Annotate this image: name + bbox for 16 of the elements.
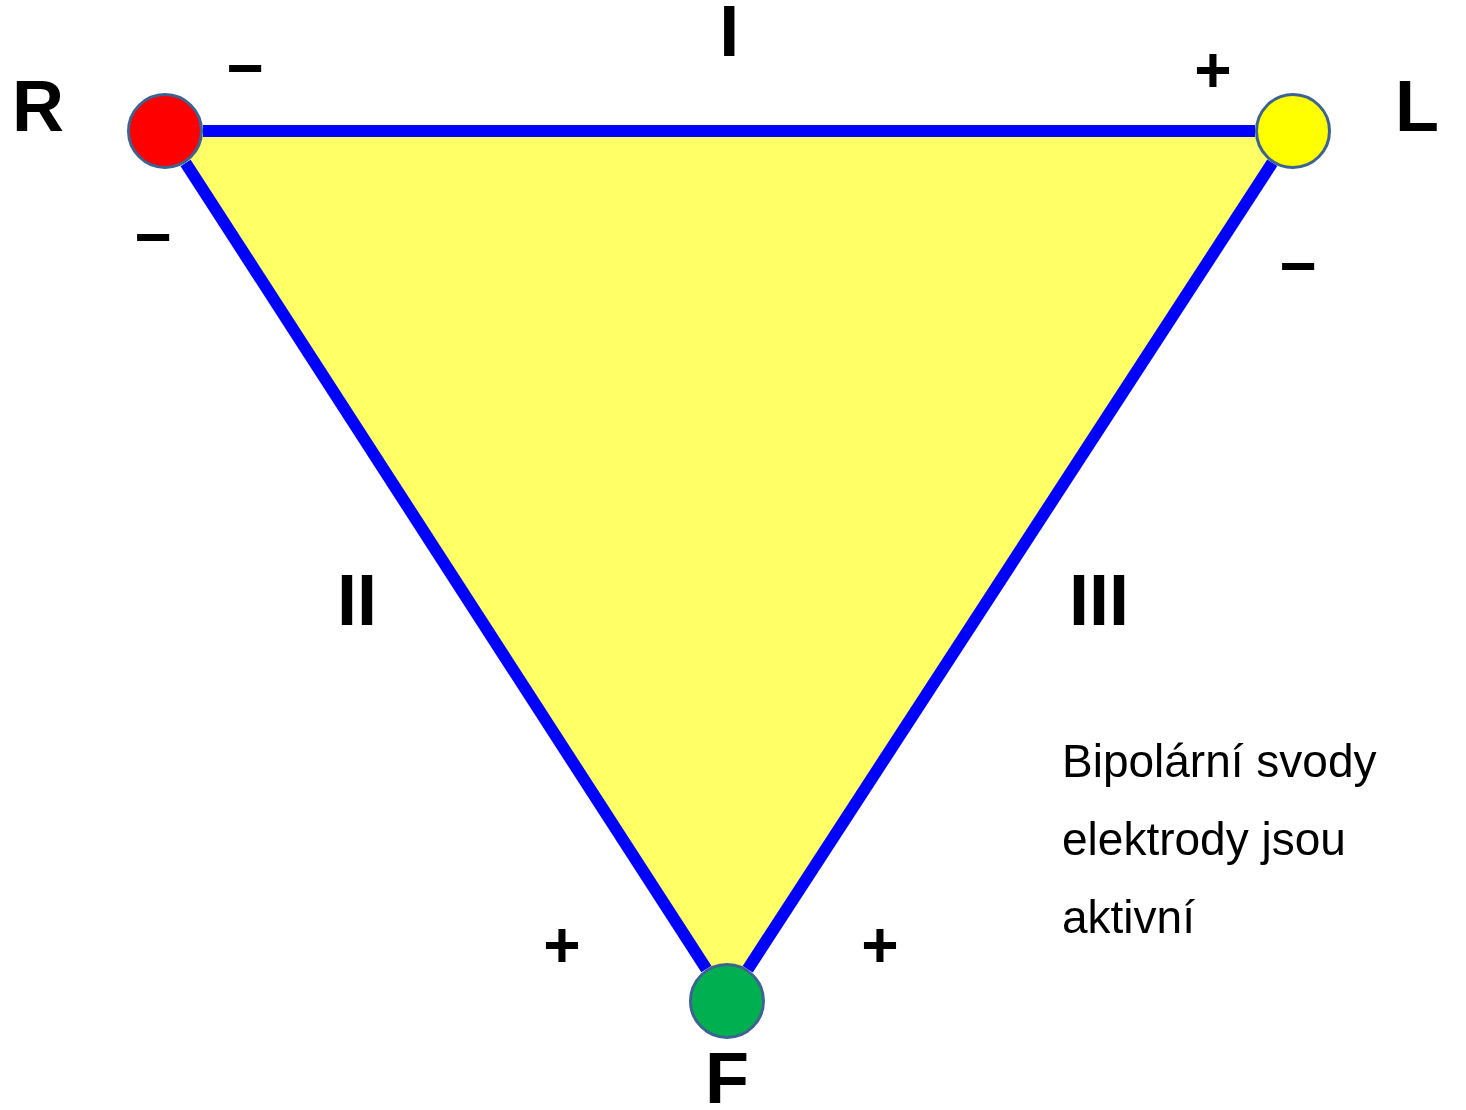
polarity-sign: + — [1194, 38, 1232, 102]
polarity-sign: + — [543, 913, 581, 977]
polarity-sign: − — [1279, 234, 1317, 298]
electrode-label: R — [12, 70, 64, 142]
polarity-sign: + — [861, 913, 899, 977]
polarity-sign: − — [226, 36, 264, 100]
electrode-label: L — [1395, 70, 1439, 142]
note-text: Bipolární svody elektrody jsou aktivní — [1062, 734, 1378, 945]
lead-line — [742, 159, 1278, 973]
lead-line — [180, 159, 712, 973]
polarity-sign: − — [134, 205, 172, 269]
electrode-label: F — [705, 1042, 749, 1110]
edge-label: II — [337, 564, 378, 636]
lead-line — [203, 125, 1255, 137]
edge-label: I — [719, 0, 740, 67]
edge-label: III — [1068, 564, 1129, 637]
